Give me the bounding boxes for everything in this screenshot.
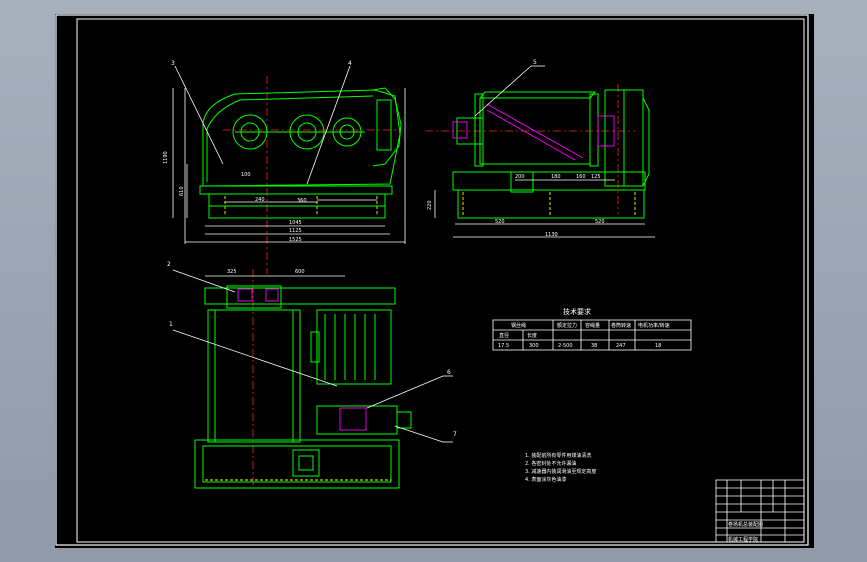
dim-front-shaft-1: 100: [241, 172, 251, 178]
spec-value-capacity: 38: [591, 343, 597, 349]
spec-value-length: 300: [529, 343, 539, 349]
technical-notes: 1. 装配前所有零件用煤油清洗 2. 各密封处不允许漏油 3. 减速器内装润滑油…: [525, 452, 596, 483]
dim-plan-d1: 325: [227, 269, 237, 275]
front-view-labels: 3 4 1190 610 100 240 360 1045 1125 1525: [163, 60, 352, 243]
spec-value-motor: 18: [655, 343, 661, 349]
dim-front-width-3: 1525: [289, 237, 302, 243]
outer-sheet-border: [55, 14, 809, 546]
spec-subheader-length: 长度: [527, 332, 537, 339]
spec-header-rope: 钢丝绳: [511, 322, 526, 329]
note-3: 3. 减速器内装润滑油至规定高度: [525, 468, 596, 475]
side-view-labels: 5 220 200 180 160 125 520 520 1130: [427, 59, 605, 238]
spec-table-title: 技术要求: [563, 307, 591, 316]
part-label-3: 3: [171, 60, 175, 67]
dim-front-height-total: 1190: [163, 151, 169, 164]
dim-side-d2: 180: [551, 174, 561, 180]
part-label-5: 5: [533, 59, 537, 66]
spec-header-pull: 额定拉力: [557, 322, 577, 329]
dim-side-height: 220: [427, 200, 433, 210]
dim-side-total: 1130: [545, 232, 558, 238]
spec-header-speed: 卷筒转速: [611, 322, 631, 329]
spec-header-motor: 电机功率/转速: [638, 322, 670, 329]
inner-frame-border: [76, 18, 805, 543]
front-view: [172, 65, 406, 274]
dim-front-width-2: 1125: [289, 228, 302, 234]
dim-plan-d2: 600: [295, 269, 305, 275]
dim-side-base-r: 520: [595, 219, 605, 225]
dim-front-height-lower: 610: [179, 186, 185, 196]
part-label-7: 7: [453, 431, 457, 438]
dim-side-d4: 125: [591, 174, 601, 180]
dim-side-d1: 200: [515, 174, 525, 180]
title-block-drawing-name: 卷扬机总装配图: [728, 521, 763, 528]
note-1: 1. 装配前所有零件用煤油清洗: [525, 452, 591, 459]
spec-value-pull: 2-500: [558, 343, 573, 349]
spec-value-speed: 247: [616, 343, 626, 349]
spec-table: 技术要求 钢丝绳 额定拉力 容绳量 卷筒转速 电机功率/转速 直径 长度 17.…: [492, 307, 692, 351]
dim-front-shaft-2: 240: [255, 197, 265, 203]
part-label-2: 2: [167, 261, 171, 268]
part-label-6: 6: [447, 369, 451, 376]
plan-view-labels: 2 1 6 7 325 600: [167, 261, 457, 438]
title-block-school: 机械工程学院: [728, 536, 758, 543]
note-2: 2. 各密封处不允许漏油: [525, 460, 576, 467]
drawing-canvas: 3 4 1190 610 100 240 360 1045 1125 1525: [55, 14, 809, 546]
dim-side-d3: 160: [576, 174, 586, 180]
spec-value-diameter: 17.5: [498, 343, 509, 349]
dim-front-shaft-3: 360: [297, 198, 307, 204]
title-block: 卷扬机总装配图 机械工程学院: [715, 479, 805, 543]
note-4: 4. 表面涂灰色油漆: [525, 476, 566, 483]
dim-front-width-1: 1045: [289, 220, 302, 226]
part-label-4: 4: [348, 60, 352, 67]
part-label-1: 1: [169, 321, 173, 328]
plan-view: [172, 269, 453, 489]
spec-header-capacity: 容绳量: [585, 322, 600, 329]
side-view: [425, 65, 655, 238]
dim-side-base-l: 520: [495, 219, 505, 225]
spec-subheader-diameter: 直径: [499, 332, 509, 339]
cad-drawing-viewport[interactable]: 3 4 1190 610 100 240 360 1045 1125 1525: [55, 14, 814, 548]
